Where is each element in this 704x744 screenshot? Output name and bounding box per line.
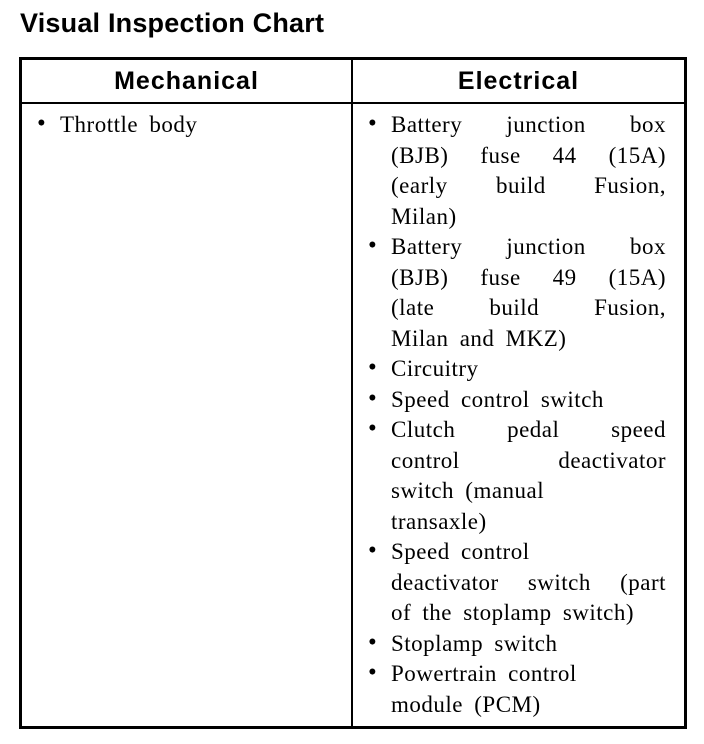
list-item-line: control deactivator [391, 447, 666, 473]
list-item-line: Speed control switch [391, 386, 604, 412]
bullet-icon: • [37, 110, 46, 137]
column-header-electrical: Electrical [353, 60, 684, 104]
bullet-icon: • [368, 415, 377, 442]
mechanical-cell: • Throttle body [22, 104, 353, 726]
list-item-line: Battery junction box [391, 112, 666, 137]
bullet-icon: • [368, 232, 377, 259]
mechanical-list: • Throttle body [36, 110, 333, 141]
bullet-icon: • [368, 537, 377, 564]
list-item-speed-control-switch: • Speed control switch [367, 385, 666, 416]
list-item-line: of the stoplamp switch) [391, 600, 635, 625]
bullet-icon: • [368, 628, 377, 656]
list-item-line: (early build Fusion, [391, 173, 666, 198]
list-item-pcm: • Powertrain control module (PCM) [367, 659, 666, 720]
list-item-line: Milan and MKZ) [391, 325, 567, 351]
list-item-line: Powertrain control [391, 661, 577, 686]
list-item-stoplamp-switch: • Stoplamp switch [367, 629, 666, 660]
column-header-mechanical: Mechanical [22, 60, 353, 104]
electrical-cell: • Battery junction box (BJB) fuse 44 (15… [353, 104, 684, 726]
visual-inspection-table: Mechanical Electrical • Throttle body • … [19, 57, 687, 729]
list-item-line: Throttle body [60, 112, 198, 137]
list-item-line: deactivator switch (part [391, 569, 666, 595]
list-item-line: Clutch pedal speed [391, 417, 666, 442]
electrical-list: • Battery junction box (BJB) fuse 44 (15… [367, 110, 666, 720]
list-item-circuitry: • Circuitry [367, 354, 666, 385]
list-item-bjb-fuse-44: • Battery junction box (BJB) fuse 44 (15… [367, 110, 666, 232]
list-item-line: (BJB) fuse 44 (15A) [391, 142, 666, 168]
bullet-icon: • [368, 659, 377, 686]
list-item-clutch-pedal-switch: • Clutch pedal speed control deactivator… [367, 415, 666, 537]
bullet-icon: • [368, 110, 377, 137]
bullet-icon: • [368, 384, 377, 412]
list-item-line: module (PCM) [391, 691, 541, 717]
list-item-throttle-body: • Throttle body [36, 110, 333, 141]
list-item-bjb-fuse-49: • Battery junction box (BJB) fuse 49 (15… [367, 232, 666, 354]
list-item-line: Speed control [391, 539, 530, 564]
list-item-line: Stoplamp switch [391, 630, 558, 656]
list-item-line: Milan) [391, 203, 457, 229]
list-item-line: Circuitry [391, 356, 479, 381]
bullet-icon: • [368, 354, 377, 381]
list-item-line: (BJB) fuse 49 (15A) [391, 264, 666, 290]
list-item-line: transaxle) [391, 508, 487, 534]
list-item-line: (late build Fusion, [391, 295, 666, 320]
list-item-line: Battery junction box [391, 234, 666, 259]
list-item-deactivator-switch: • Speed control deactivator switch (part… [367, 537, 666, 629]
list-item-line: switch (manual [391, 478, 545, 503]
page-title: Visual Inspection Chart [20, 8, 325, 38]
